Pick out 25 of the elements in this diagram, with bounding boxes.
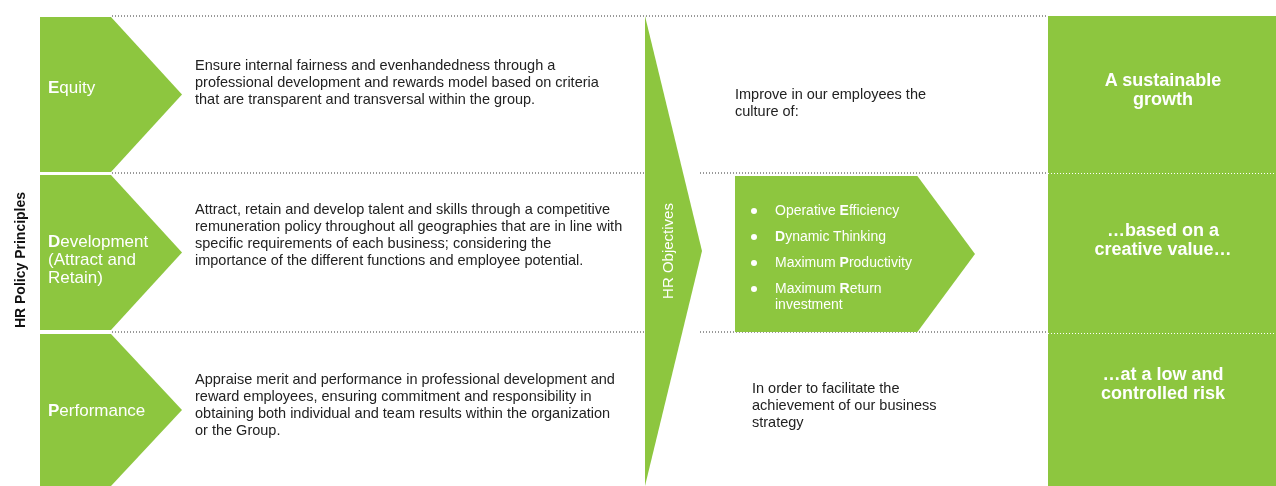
note-text: Improve in our employees the culture of:	[735, 86, 927, 120]
list-item: Maximum Productivity	[775, 254, 913, 270]
panel	[1048, 173, 1276, 333]
description: Appraise merit and performance in professional development and reward employees, ensuring commitment and responsibility in obtaining both individual and team results within the organization or the Group.	[195, 371, 616, 439]
description: Ensure internal fairness and evenhandedness through a professional development and rewards model based on criteria that are transparent and transversal within the group.	[195, 57, 600, 108]
chevron-shape	[40, 334, 182, 486]
list-item: Operative Efficiency	[775, 202, 901, 218]
principle-name: Performance	[48, 402, 147, 420]
panel	[1048, 333, 1276, 486]
principle-name: Development (Attract and Retain)	[48, 233, 148, 287]
triangle-arrow-shape	[645, 16, 702, 486]
statement: A sustainable growth	[1103, 71, 1223, 109]
chevron-shape	[40, 17, 182, 172]
pentagon-arrow-shape	[735, 176, 975, 332]
panel	[1048, 16, 1276, 173]
statement: …based on a creative value…	[1093, 221, 1233, 259]
list-item: Maximum Return investment	[775, 280, 883, 312]
side-title: HR Policy Principles	[11, 191, 29, 329]
statement: …at a low and controlled risk	[1100, 365, 1226, 403]
list-item: Dynamic Thinking	[775, 228, 888, 244]
note-text: In order to facilitate the achievement of our business strategy	[752, 380, 938, 431]
chevron-shape	[40, 175, 182, 330]
principle-name: Equity	[48, 79, 97, 97]
vertical-heading: HR Objectives	[658, 203, 676, 299]
description: Attract, retain and develop talent and skills through a competitive remuneration policy throughout all geographies that are in line with specific requirements of each business; considering the importance of the different functions and employee potential.	[195, 201, 624, 269]
